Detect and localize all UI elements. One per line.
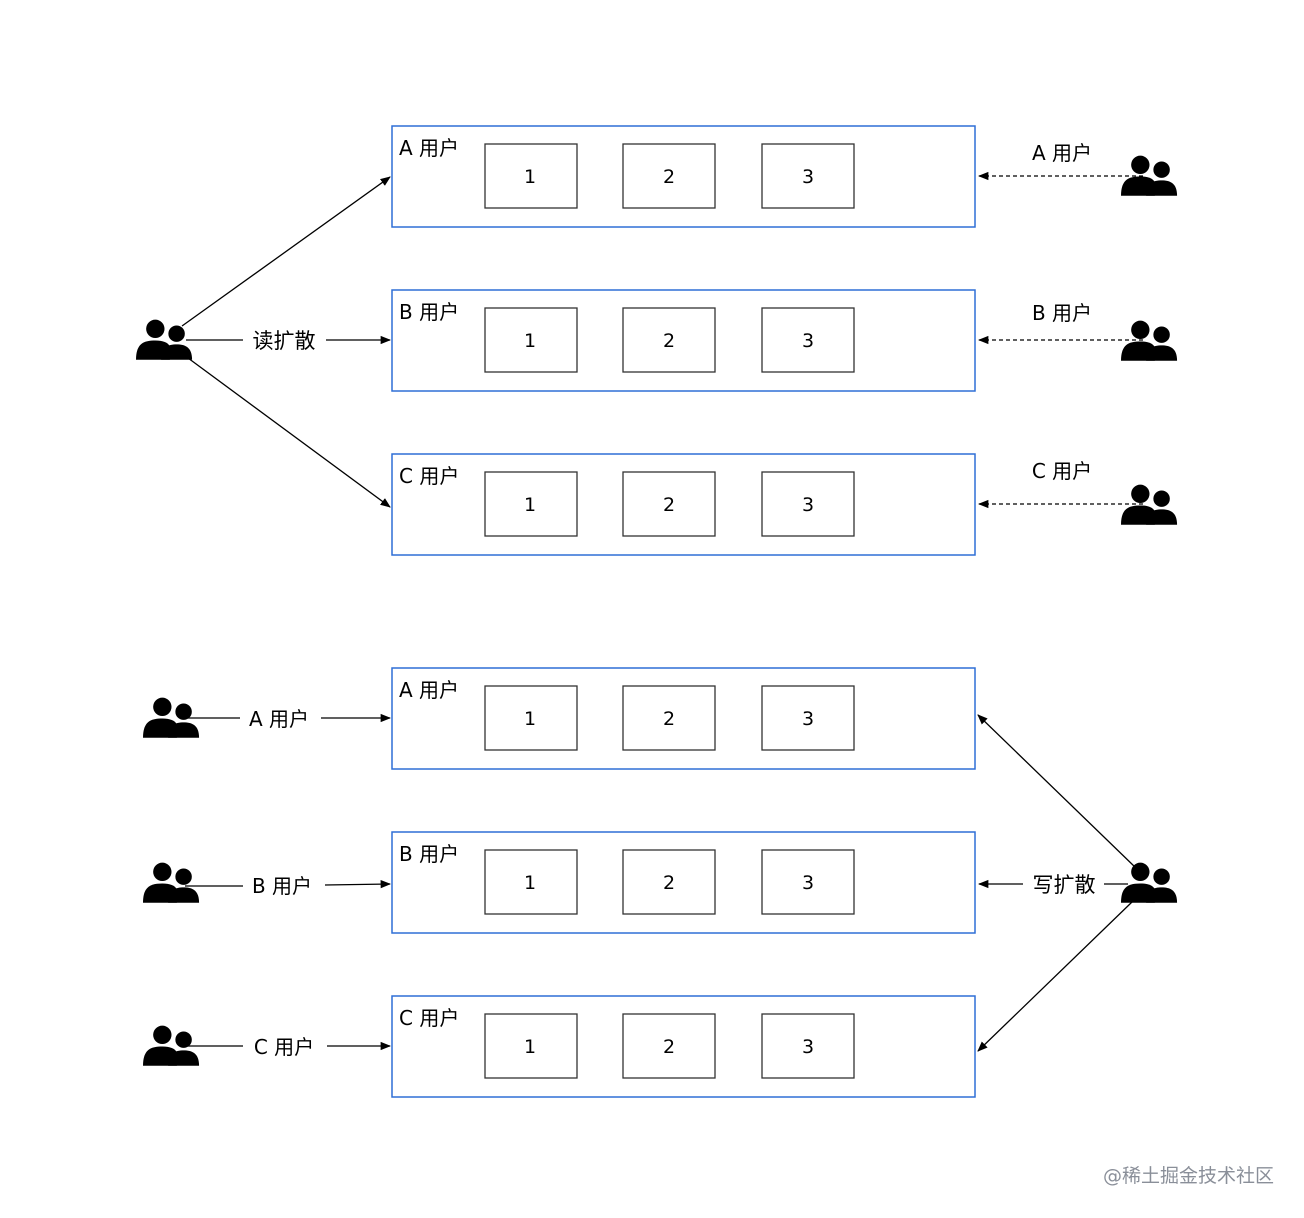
read-fanout-label: 读扩散 bbox=[253, 329, 316, 353]
item-label: 2 bbox=[663, 330, 675, 352]
users-icon bbox=[1121, 862, 1178, 903]
write-edge-c bbox=[977, 901, 1133, 1052]
item-label: 1 bbox=[524, 494, 536, 516]
queue-title: A 用户 bbox=[399, 678, 459, 702]
watermark: @稀土掘金技术社区 bbox=[1102, 1165, 1274, 1187]
reader-edge-end bbox=[324, 879, 392, 889]
item-label: 3 bbox=[802, 708, 814, 730]
item-label: 3 bbox=[802, 1036, 814, 1058]
item-label: 1 bbox=[524, 166, 536, 188]
item-label: 1 bbox=[524, 708, 536, 730]
write-fanout-section: A 用户 1 2 3 B 用户 1 2 3 C 用户 1 2 3 bbox=[143, 667, 1178, 1098]
users-icon bbox=[143, 862, 200, 903]
users-icon bbox=[136, 319, 193, 360]
item-label: 3 bbox=[802, 872, 814, 894]
read-queue-c: C 用户 1 2 3 bbox=[391, 453, 976, 556]
read-edge-a bbox=[181, 176, 391, 327]
reader-label: C 用户 bbox=[254, 1035, 314, 1059]
item-label: 2 bbox=[663, 1036, 675, 1058]
item-label: 2 bbox=[663, 872, 675, 894]
reader-label: B 用户 bbox=[1032, 301, 1092, 325]
write-queue-a: A 用户 1 2 3 bbox=[391, 667, 976, 770]
write-queue-b: B 用户 1 2 3 bbox=[391, 831, 976, 934]
queue-title: B 用户 bbox=[399, 842, 459, 866]
reader-label: A 用户 bbox=[249, 707, 309, 731]
queue-title: B 用户 bbox=[399, 300, 459, 324]
write-queue-c: C 用户 1 2 3 bbox=[391, 995, 976, 1098]
queue-title: C 用户 bbox=[399, 1006, 459, 1030]
reader-label: C 用户 bbox=[1032, 459, 1092, 483]
write-edge-a bbox=[977, 714, 1137, 869]
item-label: 1 bbox=[524, 1036, 536, 1058]
write-fanout-label: 写扩散 bbox=[1033, 873, 1096, 897]
item-label: 1 bbox=[524, 330, 536, 352]
queue-title: C 用户 bbox=[399, 464, 459, 488]
item-label: 3 bbox=[802, 494, 814, 516]
queue-title: A 用户 bbox=[399, 136, 459, 160]
read-queue-b: B 用户 1 2 3 bbox=[391, 289, 976, 392]
reader-label: A 用户 bbox=[1032, 141, 1092, 165]
read-edge-c bbox=[187, 357, 391, 508]
item-label: 3 bbox=[802, 166, 814, 188]
item-label: 2 bbox=[663, 494, 675, 516]
users-icon bbox=[1121, 484, 1178, 525]
item-label: 2 bbox=[663, 166, 675, 188]
item-label: 2 bbox=[663, 708, 675, 730]
read-fanout-section: A 用户 1 2 3 B 用户 1 2 3 C 用户 1 2 3 bbox=[136, 125, 1178, 556]
reader-label: B 用户 bbox=[252, 874, 312, 898]
users-icon bbox=[1121, 320, 1178, 361]
users-icon bbox=[1121, 155, 1178, 196]
read-queue-a: A 用户 1 2 3 bbox=[391, 125, 976, 228]
item-label: 1 bbox=[524, 872, 536, 894]
item-label: 3 bbox=[802, 330, 814, 352]
